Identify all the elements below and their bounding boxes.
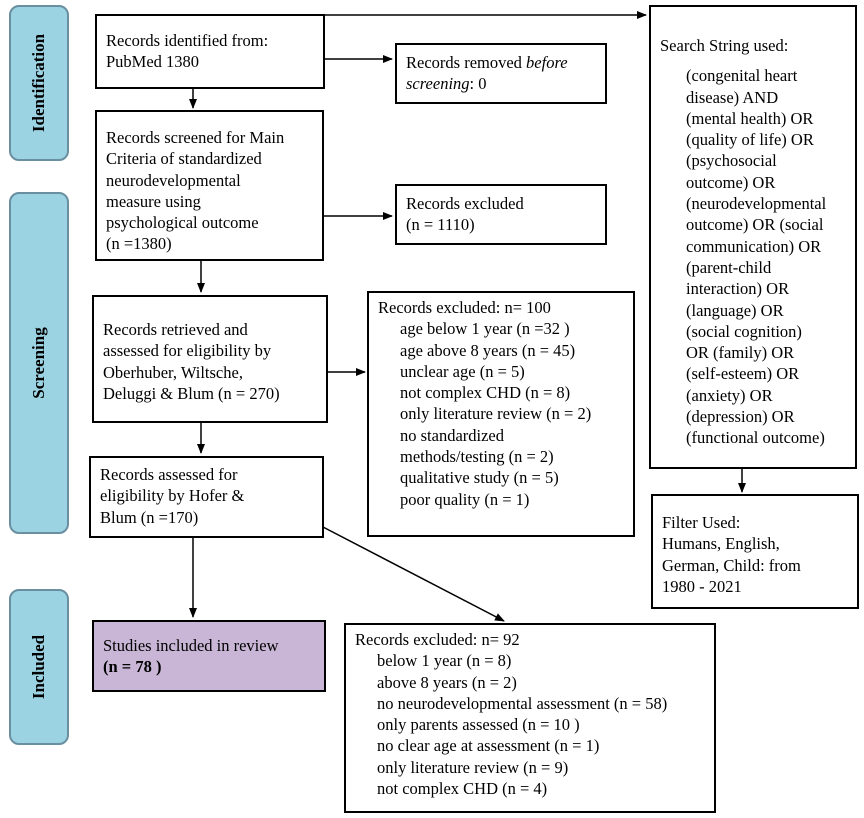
- screened-line: neurodevelopmental: [106, 170, 241, 190]
- excluded-92-item: above 8 years (n = 2): [377, 672, 517, 692]
- retrieved-line: assessed for eligibility by: [103, 341, 272, 361]
- records-assessed-170-box: Records assessed for eligibility by Hofe…: [89, 456, 324, 538]
- screened-line: Records screened for Main: [106, 128, 285, 147]
- search-term: (congenital heart: [686, 66, 798, 86]
- excluded-92-item: below 1 year (n = 8): [377, 651, 512, 671]
- screened-line: psychological outcome: [106, 213, 259, 233]
- search-term: (language) OR: [686, 300, 784, 320]
- assessed-line: Records assessed for: [100, 465, 238, 484]
- assessed-line: eligibility by Hofer &: [100, 486, 245, 506]
- search-term: (parent-child: [686, 257, 772, 277]
- excluded-92-item: not complex CHD (n = 4): [377, 779, 548, 799]
- filter-line: German, Child: from: [662, 555, 801, 575]
- search-term: (anxiety) OR: [686, 385, 773, 405]
- records-retrieved-box: Records retrieved and assessed for eligi…: [92, 295, 328, 423]
- search-term: outcome) OR: [686, 172, 776, 192]
- search-term: (self-esteem) OR: [686, 364, 800, 384]
- records-removed-italic-2: screening: [406, 74, 470, 94]
- search-term: disease) AND: [686, 87, 779, 107]
- excluded-100-item: age above 8 years (n = 45): [400, 340, 576, 360]
- excluded-100-item: methods/testing (n = 2): [400, 447, 554, 467]
- search-term: (mental health) OR: [686, 108, 814, 128]
- filter-line: Filter Used:: [662, 513, 741, 532]
- phase-identification: Identification: [9, 5, 69, 161]
- records-screened-box: Records screened for Main Criteria of st…: [95, 110, 324, 261]
- excluded-100-item: unclear age (n = 5): [400, 361, 525, 381]
- excluded-92-item: only parents assessed (n = 10 ): [377, 715, 580, 735]
- records-identified-line2: PubMed 1380: [106, 52, 200, 72]
- excluded-100-item: not complex CHD (n = 8): [400, 383, 571, 403]
- search-term: OR (family) OR: [686, 343, 795, 363]
- search-term: (quality of life) OR: [686, 130, 814, 150]
- excluded-100-item: qualitative study (n = 5): [400, 468, 559, 488]
- search-term: (depression) OR: [686, 407, 795, 427]
- excluded-92-item: only literature review (n = 9): [377, 757, 569, 777]
- records-identified-line1: Records identified from:: [106, 31, 269, 50]
- phase-included: Included: [9, 589, 69, 745]
- search-term: (neurodevelopmental: [686, 194, 827, 214]
- search-term: outcome) OR (social: [686, 215, 824, 235]
- records-excluded-92-box: Records excluded: n= 92 below 1 year (n …: [344, 623, 716, 813]
- search-term: interaction) OR: [686, 279, 790, 299]
- screened-line: (n =1380): [106, 234, 172, 254]
- records-removed-prefix: Records removed: [406, 53, 527, 72]
- search-string-title: Search String used:: [660, 36, 789, 55]
- excluded-100-title: Records excluded: n= 100: [378, 298, 551, 317]
- search-string-box: Search String used: (congenital heart di…: [649, 5, 857, 469]
- excluded-92-item: no neurodevelopmental assessment (n = 58…: [377, 693, 668, 713]
- screened-line: Criteria of standardized: [106, 149, 262, 169]
- excluded-1110-line1: Records excluded: [406, 194, 524, 213]
- search-term: (psychosocial: [686, 151, 777, 171]
- excluded-100-item: poor quality (n = 1): [400, 489, 530, 509]
- included-line1: Studies included in review: [103, 636, 279, 655]
- records-identified-box: Records identified from: PubMed 1380: [95, 14, 325, 89]
- filter-line: 1980 - 2021: [662, 576, 742, 596]
- records-excluded-100-box: Records excluded: n= 100 age below 1 yea…: [367, 291, 635, 537]
- retrieved-line: Records retrieved and: [103, 320, 248, 339]
- screened-line: measure using: [106, 191, 201, 211]
- arrow-assessed-to-excluded92: [322, 526, 505, 622]
- retrieved-line: Oberhuber, Wiltsche,: [103, 362, 243, 382]
- records-removed-suffix: : 0: [469, 74, 487, 94]
- assessed-line: Blum (n =170): [100, 507, 199, 527]
- included-line2: (n = 78 ): [103, 657, 162, 677]
- studies-included-box: Studies included in review (n = 78 ): [92, 620, 326, 692]
- excluded-100-item: only literature review (n = 2): [400, 404, 592, 424]
- excluded-92-title: Records excluded: n= 92: [355, 630, 520, 649]
- records-removed-box: Records removed before screening: 0: [395, 43, 607, 104]
- search-term: (social cognition): [686, 321, 802, 341]
- filter-line: Humans, English,: [662, 534, 780, 554]
- excluded-100-item: age below 1 year (n =32 ): [400, 319, 570, 339]
- excluded-92-item: no clear age at assessment (n = 1): [377, 736, 600, 756]
- retrieved-line: Deluggi & Blum (n = 270): [103, 383, 280, 403]
- records-removed-italic-1: before: [526, 53, 568, 72]
- search-term: communication) OR: [686, 236, 822, 256]
- search-string-terms: (congenital heart disease) AND (mental h…: [660, 65, 847, 448]
- filter-used-box: Filter Used: Humans, English, German, Ch…: [651, 494, 859, 609]
- search-term: (functional outcome): [686, 428, 825, 448]
- excluded-1110-line2: (n = 1110): [406, 215, 475, 235]
- phase-screening: Screening: [9, 192, 69, 534]
- records-excluded-1110-box: Records excluded (n = 1110): [395, 184, 607, 245]
- excluded-100-item: no standardized: [400, 425, 505, 445]
